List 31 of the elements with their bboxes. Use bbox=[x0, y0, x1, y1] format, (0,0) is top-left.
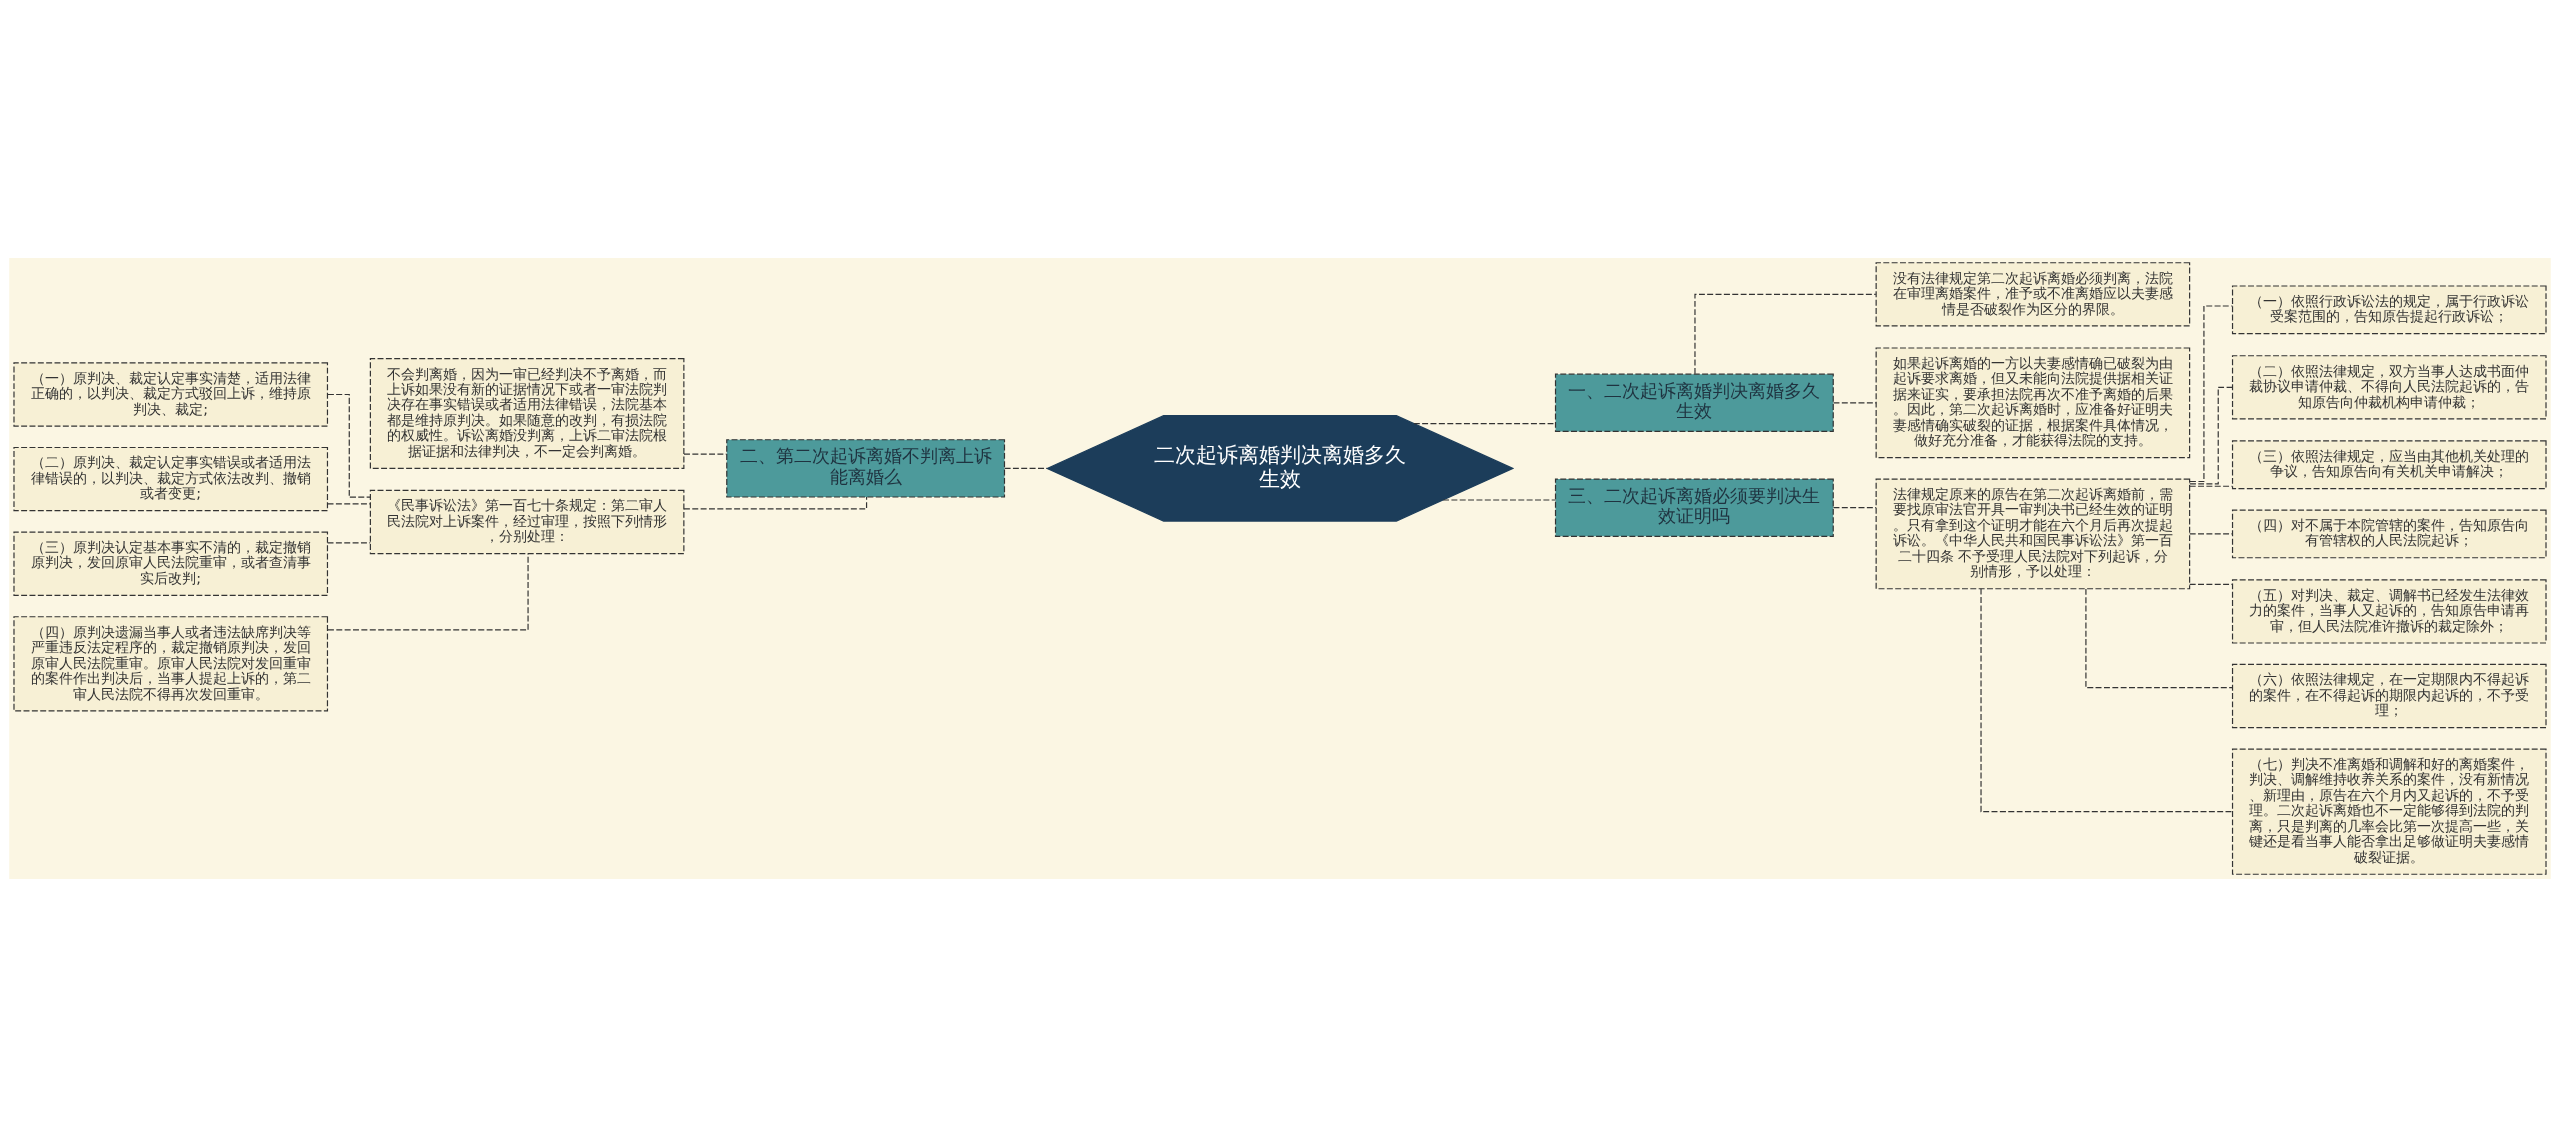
connector bbox=[326, 541, 371, 543]
node-box: （一）原判决、裁定认定事实清楚，适用法律正确的，以判决、裁定方式驳回上诉，维持原判决、裁定; bbox=[13, 361, 329, 427]
connector bbox=[326, 502, 371, 505]
connector bbox=[1694, 293, 1877, 374]
node-box: （四）对不属于本院管辖的案件，告知原告向有管辖权的人民法院起诉； bbox=[2231, 509, 2547, 558]
node-box: 法律规定原来的原告在第二次起诉离婚前，需要找原审法官开具一审判决书已经生效的证明。只有拿到这个证明才能在六个月后再次提起诉讼。《中华人民共和国民事诉讼法》第一百二十四条 不予受理人民法院对下列起诉，分别情形，予以处理： bbox=[1875, 478, 2191, 589]
connector bbox=[683, 495, 868, 510]
node-box: 一、二次起诉离婚判决离婚多久生效 bbox=[1554, 373, 1834, 432]
node-box: 如果起诉离婚的一方以夫妻感情确已破裂为由起诉要求离婚，但又未能向法院提供据相关证据来证实，要承担法院再次不准予离婚的后果。因此，第二次起诉离婚时，应准备好证明夫妻感情确实破裂的证据，根据案件具体情况，做好充分准备，才能获得法院的支持。 bbox=[1875, 346, 2191, 458]
connector bbox=[1004, 467, 1048, 469]
node-box: 《民事诉讼法》第一百七十条规定：第二审人民法院对上诉案件，经过审理，按照下列情形，分别处理： bbox=[369, 489, 685, 554]
connector bbox=[1413, 422, 1556, 424]
connector bbox=[327, 552, 529, 630]
node-box: （三）原判决认定基本事实不清的，裁定撤销原判决，发回原审人民法院重审，或者查清事实后改判; bbox=[13, 531, 329, 596]
node-box: （五）对判决、裁定、调解书已经发生法律效力的案件，当事人又起诉的，告知原告申请再审，但人民法院准许撤诉的裁定除外； bbox=[2231, 578, 2547, 644]
node-box: 三、二次起诉离婚必须要判决生效证明吗 bbox=[1554, 478, 1834, 537]
node-box: （七）判决不准离婚和调解和好的离婚案件，判决、调解维持收养关系的案件，没有新情况、新理由，原告在六个月内又起诉的，不予受理。二次起诉离婚也不一定能够得到法院的判离，只是判离的几率会比第一次提高一些，关键还是看当事人能否拿出足够做证明夫妻感情破裂证据。 bbox=[2231, 748, 2547, 875]
node-box: （二）依照法律规定，双方当事人达成书面仲裁协议申请仲裁、不得向人民法院起诉的，告知原告向仲裁机构申请仲裁； bbox=[2231, 354, 2547, 419]
node-box: 没有法律规定第二次起诉离婚必须判离，法院在审理离婚案件，准予或不准离婚应以夫妻感情是否破裂作为区分的界限。 bbox=[1875, 261, 2191, 327]
connector bbox=[1832, 401, 1877, 403]
node-box: （四）原判决遗漏当事人或者违法缺席判决等严重违反法定程序的，裁定撤销原判决，发回原审人民法院重审。原审人民法院对发回重审的案件作出判决后，当事人提起上诉的，第二审人民法院不得再次发回重审。 bbox=[13, 615, 329, 712]
node-box: 二、第二次起诉离婚不判离上诉能离婚么 bbox=[726, 438, 1006, 498]
connector bbox=[1832, 506, 1877, 508]
node-box: （六）依照法律规定，在一定期限内不得起诉的案件，在不得起诉的期限内起诉的，不予受理； bbox=[2231, 663, 2547, 728]
connector bbox=[1980, 587, 2233, 812]
connector bbox=[2189, 386, 2233, 484]
node-box: （三）依照法律规定，应当由其他机关处理的争议，告知原告向有关机关申请解决； bbox=[2231, 439, 2547, 489]
node-box: （一）依照行政诉讼法的规定，属于行政诉讼受案范围的，告知原告提起行政诉讼； bbox=[2231, 284, 2547, 334]
connector bbox=[2085, 587, 2233, 688]
node-box: （二）原判决、裁定认定事实错误或者适用法律错误的，以判决、裁定方式依法改判、撤销或者变更; bbox=[13, 446, 329, 511]
node-box: 不会判离婚，因为一审已经判决不予离婚，而上诉如果没有新的证据情况下或者一审法院判决存在事实错误或者适用法律错误，法院基本都是维持原判决。如果随意的改判，有损法院的权威性。诉讼离婚没判离，上诉二审法院根据证据和法律判决，不一定会判离婚。 bbox=[369, 357, 685, 469]
